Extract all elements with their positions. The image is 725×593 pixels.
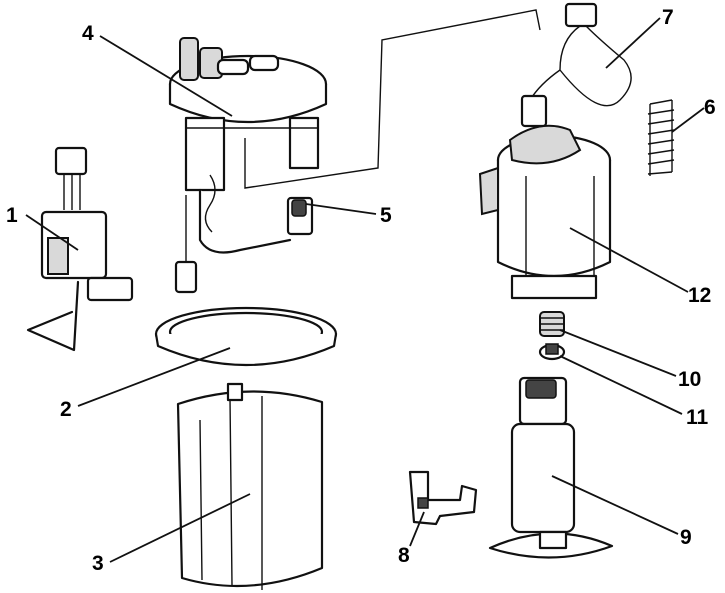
- leader-1: [25, 214, 79, 251]
- callout-2: 2: [60, 398, 72, 421]
- leader-5: [305, 203, 377, 215]
- callout-6: 6: [704, 96, 716, 119]
- part-5-clip: [291, 199, 307, 217]
- callout-8: 8: [398, 544, 410, 567]
- callout-4: 4: [82, 22, 94, 45]
- callout-1: 1: [6, 204, 18, 227]
- part-11-nut: [538, 343, 566, 361]
- callout-9: 9: [680, 526, 692, 549]
- part-3-reservoir: [176, 382, 324, 590]
- part-10-small-spring: [539, 311, 565, 337]
- callout-11: 11: [686, 406, 709, 429]
- leader-3: [109, 493, 251, 563]
- leader-2: [77, 347, 231, 407]
- leader-12: [569, 227, 689, 293]
- callout-12: 12: [688, 284, 711, 307]
- leader-10: [559, 329, 677, 377]
- callout-5: 5: [380, 204, 392, 227]
- callout-3: 3: [92, 552, 104, 575]
- callout-7: 7: [662, 6, 674, 29]
- part-6-spring: [647, 99, 675, 176]
- part-2-seal-ring: [154, 306, 338, 367]
- callout-labels: 1 2 3 4 5 6 7 8 9 10 11 12: [6, 6, 716, 575]
- callout-10: 10: [678, 368, 701, 391]
- leader-4: [99, 35, 233, 117]
- part-7-wiring-harness: [520, 2, 632, 128]
- part-12-filter-housing: [478, 124, 612, 300]
- part-1-level-sender: [26, 146, 134, 352]
- part-4-flange-assembly: [168, 37, 328, 294]
- leader-8: [409, 511, 425, 547]
- leader-11: [559, 355, 683, 415]
- leader-7: [605, 17, 661, 69]
- part-9-fuel-pump: [488, 376, 614, 559]
- leader-6: [671, 107, 705, 133]
- leader-lines: [25, 17, 705, 563]
- part-8-bracket: [408, 470, 478, 526]
- leader-9: [551, 475, 679, 535]
